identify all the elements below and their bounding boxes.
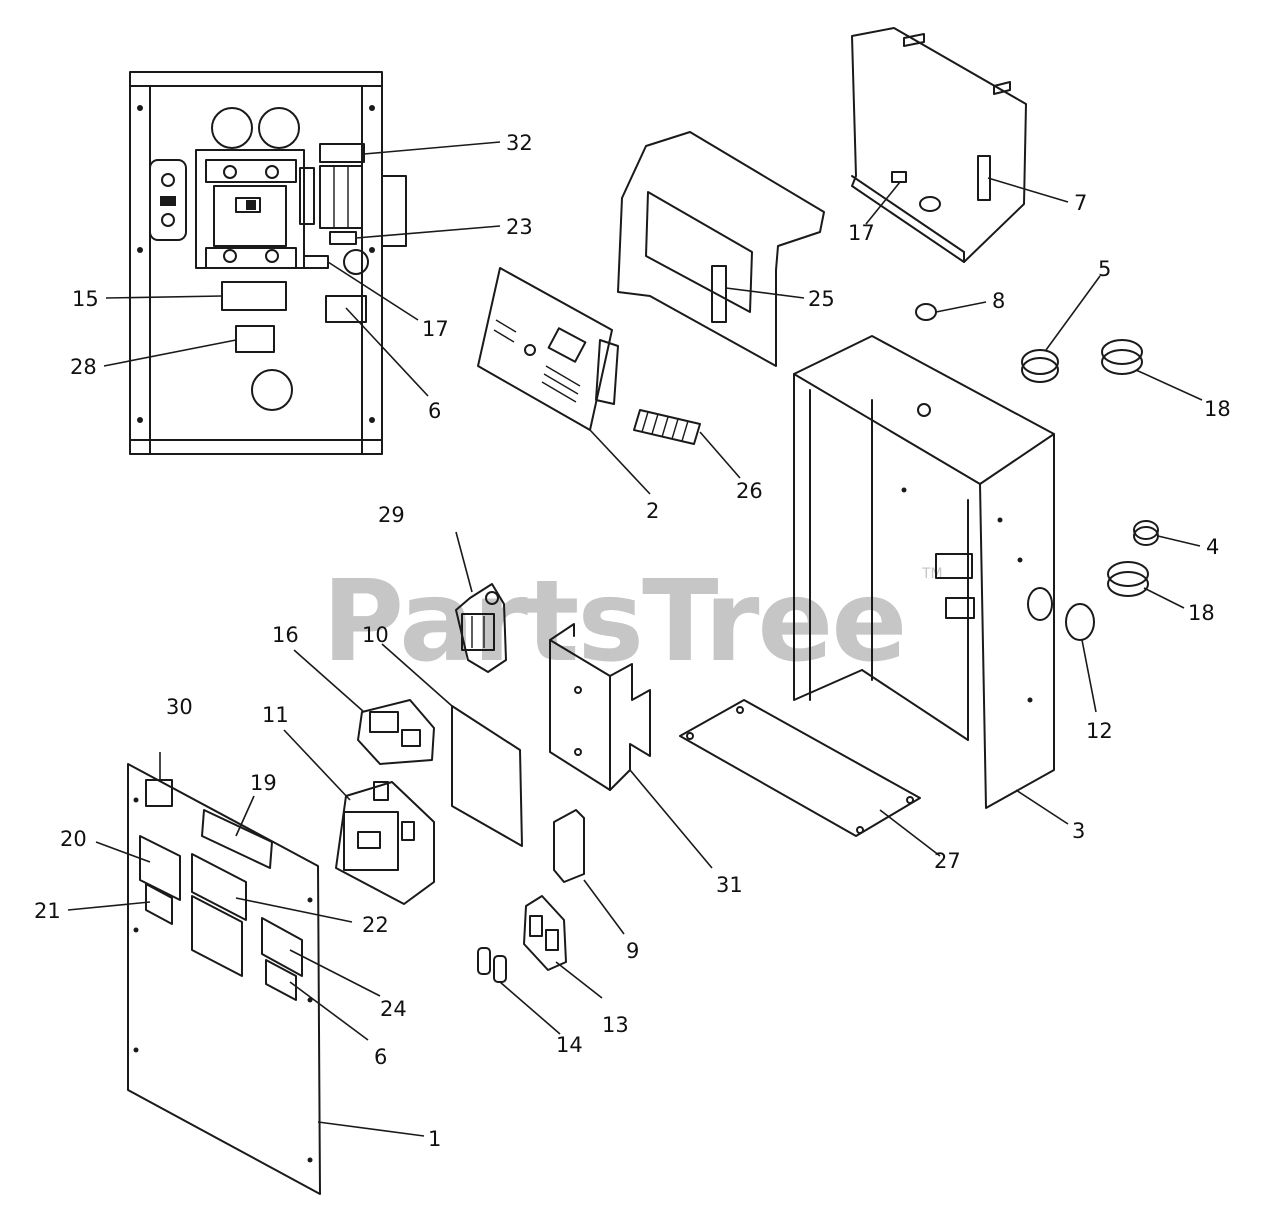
enclosure-3 <box>793 335 1055 809</box>
callout-19: 19 <box>250 771 277 795</box>
callout-23: 23 <box>506 215 533 239</box>
mounting-bracket-31 <box>549 623 651 791</box>
insulator-10 <box>451 705 523 847</box>
callout-25: 25 <box>808 287 835 311</box>
callout-15: 15 <box>72 287 99 311</box>
controller-board <box>477 267 619 431</box>
leader-lines <box>67 141 1203 1137</box>
callout-28: 28 <box>70 355 97 379</box>
callout-26: 26 <box>736 479 763 503</box>
bracket-25 <box>617 131 825 367</box>
callout-18-top: 18 <box>1204 397 1231 421</box>
plate-27 <box>679 699 921 837</box>
cover-7 <box>851 27 1027 263</box>
fuse-holder-13 <box>523 895 567 971</box>
callout-17-cover: 17 <box>848 221 875 245</box>
callout-10: 10 <box>362 623 389 647</box>
front-panel-1 <box>127 763 321 1195</box>
callout-18-bottom: 18 <box>1188 601 1215 625</box>
assembled-panel <box>129 71 407 455</box>
callout-9: 9 <box>626 939 639 963</box>
callout-29: 29 <box>378 503 405 527</box>
callout-8: 8 <box>992 289 1005 313</box>
callout-numbers: 32 23 15 17 28 6 25 2 26 7 17 8 5 18 4 1… <box>34 131 1231 1151</box>
callout-31: 31 <box>716 873 743 897</box>
callout-14: 14 <box>556 1033 583 1057</box>
callout-7: 7 <box>1074 191 1087 215</box>
callout-16: 16 <box>272 623 299 647</box>
callout-17-panel: 17 <box>422 317 449 341</box>
watermark-trademark: TM <box>921 566 943 582</box>
callout-1: 1 <box>428 1127 441 1151</box>
switch-16 <box>357 699 435 765</box>
callout-6-panel: 6 <box>428 399 441 423</box>
receptacle-29 <box>455 583 507 673</box>
breaker-11 <box>335 781 435 905</box>
callout-3: 3 <box>1072 819 1085 843</box>
callout-24: 24 <box>380 997 407 1021</box>
terminal-block <box>633 409 701 445</box>
callout-11: 11 <box>262 703 289 727</box>
rings <box>1021 339 1159 641</box>
clip-9 <box>553 809 585 883</box>
callout-13: 13 <box>602 1013 629 1037</box>
callout-20: 20 <box>60 827 87 851</box>
callout-4: 4 <box>1206 535 1219 559</box>
callout-12: 12 <box>1086 719 1113 743</box>
callout-30: 30 <box>166 695 193 719</box>
bushing-8 <box>915 303 937 321</box>
callout-27: 27 <box>934 849 961 873</box>
fuses-14 <box>477 947 507 983</box>
callout-2: 2 <box>646 499 659 523</box>
callout-32: 32 <box>506 131 533 155</box>
callout-6-front: 6 <box>374 1045 387 1069</box>
callout-22: 22 <box>362 913 389 937</box>
callout-5: 5 <box>1098 257 1111 281</box>
callout-21: 21 <box>34 899 61 923</box>
